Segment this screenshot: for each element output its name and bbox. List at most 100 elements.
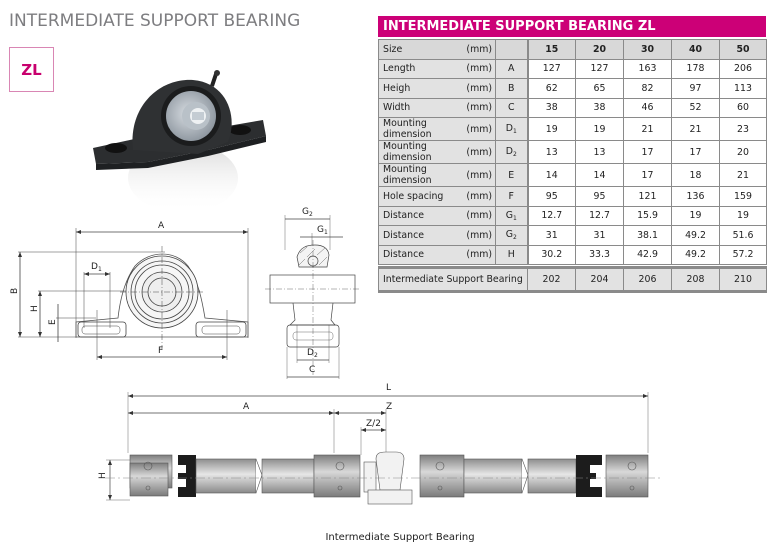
row-symbol: G1 (495, 205, 528, 226)
row-symbol: A (495, 58, 528, 79)
header-label: Size (378, 39, 462, 60)
row-value: 30.2 (526, 244, 576, 265)
bearing-table: Intermediate Support Bearing 202 204 206… (378, 266, 767, 293)
row-label: Width (378, 97, 462, 118)
row-value: 82 (623, 78, 672, 99)
symbol-subscript: 1 (512, 128, 517, 135)
row-value: 14 (575, 163, 624, 187)
row-symbol: D2 (495, 140, 528, 164)
row-symbol: E (495, 163, 528, 187)
row-value: 42.9 (623, 244, 672, 265)
row-label: Distance (378, 205, 462, 226)
bearing-label: Intermediate Support Bearing (378, 266, 528, 293)
row-value: 65 (575, 78, 624, 99)
dim-label-assembly-h: H (98, 472, 108, 479)
row-value: 17 (671, 140, 720, 164)
symbol-subscript: 2 (512, 151, 517, 158)
dim-label-z: Z (386, 402, 392, 412)
row-value: 20 (719, 140, 767, 164)
product-photo (93, 70, 266, 213)
row-value: 49.2 (671, 225, 720, 246)
row-value: 19 (671, 205, 720, 226)
symbol-letter: F (508, 190, 514, 202)
symbol-letter: G (505, 229, 513, 241)
row-value: 206 (719, 58, 767, 79)
row-value: 38 (575, 97, 624, 118)
row-value: 136 (671, 186, 720, 207)
front-view-drawing: A B H E D1 F (10, 221, 249, 360)
dim-label-b: B (10, 288, 20, 294)
row-value: 21 (623, 117, 672, 141)
row-value: 12.7 (526, 205, 576, 226)
dim-label-e: E (48, 319, 58, 325)
row-unit: (mm) (461, 78, 496, 99)
row-unit: (mm) (461, 58, 496, 79)
header-size: 40 (671, 39, 720, 60)
assembly-caption: Intermediate Support Bearing (325, 532, 475, 543)
row-label: Hole spacing (378, 186, 462, 207)
header-size: 50 (719, 39, 767, 60)
bearing-row: Intermediate Support Bearing 202 204 206… (378, 266, 767, 293)
row-symbol: D1 (495, 117, 528, 141)
row-value: 19 (719, 205, 767, 226)
left-coupling (129, 454, 361, 498)
row-value: 13 (575, 140, 624, 164)
row-label: Heigh (378, 78, 462, 99)
row-label: Distance (378, 244, 462, 265)
row-value: 49.2 (671, 244, 720, 265)
dim-label-f: F (158, 346, 163, 356)
bearing-value: 208 (671, 266, 720, 293)
symbol-letter: A (508, 63, 515, 75)
row-value: 23 (719, 117, 767, 141)
row-symbol: F (495, 186, 528, 207)
row-value: 60 (719, 97, 767, 118)
dim-label-l: L (386, 383, 391, 393)
dim-label-a: A (158, 221, 165, 231)
row-symbol: G2 (495, 225, 528, 246)
assembly-drawing: L A Z Z/2 H (98, 383, 660, 505)
header-size: 20 (575, 39, 624, 60)
row-unit: (mm) (461, 140, 496, 164)
row-value: 19 (526, 117, 576, 141)
dim-label-h: H (30, 305, 40, 312)
row-value: 95 (526, 186, 576, 207)
header-symbol (495, 39, 528, 60)
dim-label-g2: G2 (302, 207, 313, 218)
dim-label-d1: D1 (91, 262, 102, 273)
row-value: 127 (575, 58, 624, 79)
header-unit: (mm) (461, 39, 496, 60)
row-unit: (mm) (461, 163, 496, 187)
page-title: INTERMEDIATE SUPPORT BEARING (9, 11, 301, 31)
spec-table-header-row: Size (mm) 15 20 30 40 50 (378, 39, 767, 60)
row-value: 15.9 (623, 205, 672, 226)
bearing-value: 206 (623, 266, 672, 293)
row-unit: (mm) (461, 244, 496, 265)
symbol-letter: D (505, 146, 513, 157)
row-value: 95 (575, 186, 624, 207)
support-bearing-drawing (363, 451, 413, 505)
row-value: 12.7 (575, 205, 624, 226)
row-unit: (mm) (461, 205, 496, 226)
row-value: 17 (623, 140, 672, 164)
row-value: 121 (623, 186, 672, 207)
row-value: 31 (575, 225, 624, 246)
row-value: 18 (671, 163, 720, 187)
row-unit: (mm) (461, 225, 496, 246)
dim-label-z-half: Z/2 (366, 419, 381, 429)
row-value: 46 (623, 97, 672, 118)
row-value: 113 (719, 78, 767, 99)
symbol-subscript: 2 (512, 234, 517, 242)
row-value: 38.1 (623, 225, 672, 246)
row-label: Distance (378, 225, 462, 246)
dim-label-c: C (309, 365, 315, 375)
bearing-value: 204 (575, 266, 624, 293)
row-symbol: C (495, 97, 528, 118)
model-badge: ZL (9, 47, 54, 92)
symbol-letter: H (507, 249, 515, 261)
bearing-value: 210 (719, 266, 767, 293)
row-unit: (mm) (461, 117, 496, 141)
